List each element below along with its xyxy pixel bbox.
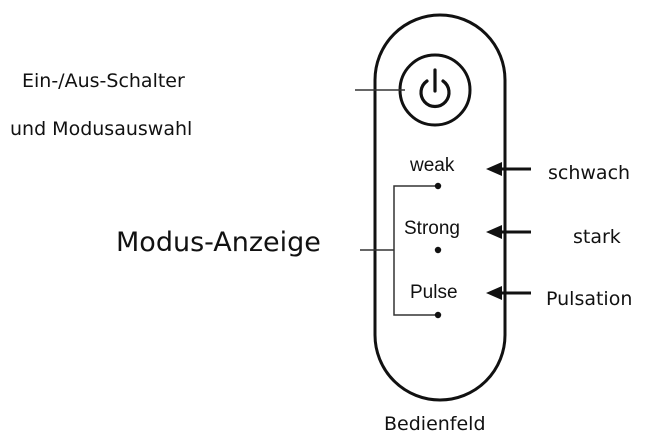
weak-translation-label: schwach (548, 162, 631, 184)
strong-arrow (486, 225, 531, 239)
power-switch-label-line1: Ein-/Aus-Schalter (22, 70, 185, 92)
pulse-led (434, 311, 442, 319)
power-switch-label-line2: und Modusauswahl (10, 118, 193, 140)
panel-caption: Bedienfeld (384, 413, 486, 435)
strong-mode-label: Strong (404, 218, 460, 239)
power-button[interactable] (398, 53, 472, 127)
weak-mode-label: weak (410, 155, 455, 176)
mode-indicator-label: Modus-Anzeige (116, 227, 321, 258)
remote-body (373, 13, 507, 402)
power-icon (419, 68, 451, 109)
pulse-arrow (486, 286, 531, 300)
weak-arrow (486, 162, 531, 176)
pulse-translation-label: Pulsation (546, 288, 633, 310)
strong-led (434, 246, 442, 254)
pulse-mode-label: Pulse (410, 282, 458, 303)
strong-translation-label: stark (573, 226, 621, 248)
weak-led (434, 182, 442, 190)
